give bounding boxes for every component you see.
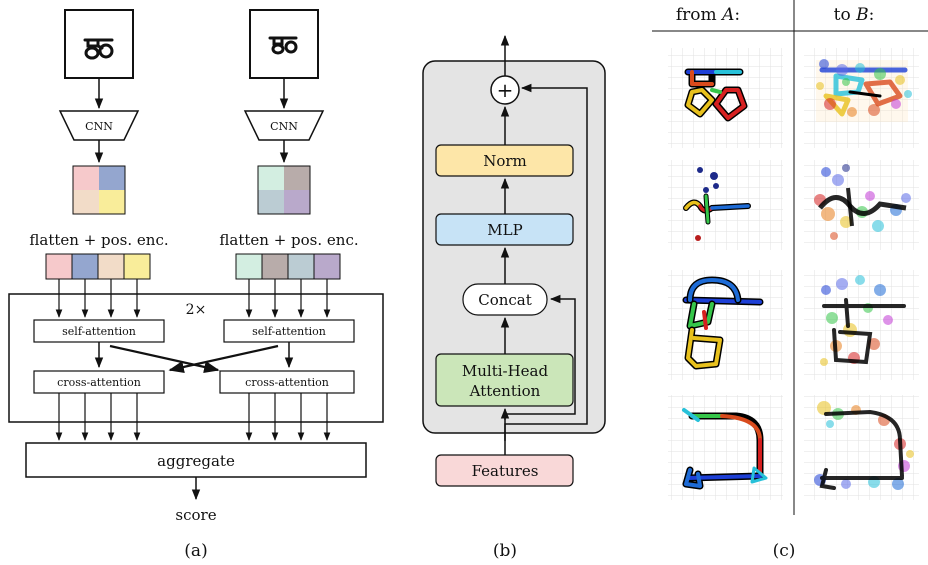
flatten-label: flatten + pos. enc.: [29, 231, 168, 249]
trajectory-a-3: [682, 276, 764, 370]
trajectory-a-1: [684, 68, 748, 122]
transformer-block: [8, 293, 384, 423]
glyph-icon: [268, 36, 298, 55]
add-symbol: +: [497, 78, 514, 102]
feature-cell: [99, 166, 125, 190]
feature-cell: [258, 190, 284, 214]
trajectory-b-3: [820, 275, 906, 366]
trajectory-a-2: [683, 167, 751, 241]
token-row-b: [235, 253, 341, 280]
output-arrows: [55, 393, 331, 441]
trajectory-a-4: [682, 408, 768, 490]
cnn-label: CNN: [270, 120, 298, 133]
features-block: [435, 454, 574, 487]
cross-attention-label: cross-attention: [245, 376, 329, 389]
from-a-header: from A:: [676, 5, 740, 25]
cnn-block-b: [243, 110, 325, 141]
feature-cell: [284, 190, 310, 214]
cnn-label: CNN: [85, 120, 113, 133]
mlp-label: MLP: [487, 221, 522, 239]
mha-label-line2: Attention: [469, 382, 541, 400]
multi-head-attention-block: [435, 353, 574, 407]
token: [261, 253, 289, 280]
norm-label: Norm: [483, 152, 527, 170]
mha-label-line1: Multi-Head: [462, 362, 549, 380]
panel-a: CNN CNN flatten + pos. enc. flatten + po…: [8, 9, 384, 561]
token: [287, 253, 315, 280]
token: [235, 253, 263, 280]
cross-link: [109, 344, 220, 374]
feature-cell: [73, 166, 99, 190]
sample-grid: [668, 48, 783, 148]
concat-block: [462, 283, 548, 316]
repeat-label: 2×: [186, 302, 207, 318]
feature-cell: [73, 190, 99, 214]
cross-attention-b: [219, 370, 355, 394]
aggregate-label: aggregate: [157, 452, 235, 470]
token-arrows: [55, 279, 331, 318]
caption-a: (a): [184, 541, 207, 561]
token: [45, 253, 73, 280]
token: [313, 253, 341, 280]
glyph-icon: [83, 38, 114, 60]
features-label: Features: [472, 462, 539, 480]
cnn-block-a: [58, 110, 140, 141]
feature-grid-b: [257, 165, 311, 215]
cross-link: [168, 344, 279, 374]
token: [71, 253, 99, 280]
panel-b: + Norm MLP Concat Multi-Head Attention F…: [422, 34, 606, 561]
input-image-b: [249, 9, 319, 79]
score-label: score: [175, 506, 216, 524]
self-attention-label: self-attention: [62, 325, 136, 338]
trajectory-b-4: [814, 401, 914, 490]
token-row-a: [45, 253, 151, 280]
feature-grid-a: [72, 165, 126, 215]
cross-attention-a: [33, 370, 165, 394]
trajectory-b-2: [814, 164, 911, 240]
feature-cell: [99, 190, 125, 214]
feature-cell: [258, 166, 284, 190]
add-icon: [490, 75, 520, 105]
caption-b: (b): [493, 541, 517, 561]
feature-cell: [284, 166, 310, 190]
input-image-a: [64, 9, 134, 79]
aggregate-block: [25, 442, 367, 478]
panel-c: from A: to B:: [652, 0, 928, 561]
norm-block: [435, 144, 574, 177]
token: [123, 253, 151, 280]
trajectory-b-1: [816, 59, 912, 122]
flatten-label: flatten + pos. enc.: [219, 231, 358, 249]
self-attention-label: self-attention: [252, 325, 326, 338]
to-b-header: to B:: [834, 5, 875, 25]
sample-grid: [668, 270, 783, 380]
token: [97, 253, 125, 280]
caption-c: (c): [773, 541, 796, 561]
cross-attention-label: cross-attention: [57, 376, 141, 389]
concat-label: Concat: [478, 291, 532, 309]
mlp-block: [435, 213, 574, 246]
